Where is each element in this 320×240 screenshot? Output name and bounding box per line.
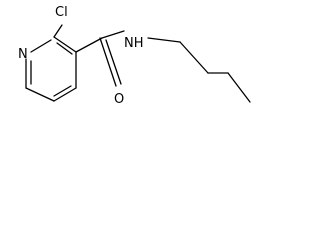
bond-c2-c3 — [53, 36, 77, 53]
carbonyl-oxygen-label: O — [114, 92, 124, 107]
chemical-structure: N Cl NH O — [18, 5, 251, 107]
chlorine-label: Cl — [55, 5, 68, 20]
bond-c3-carbonyl — [75, 37, 103, 53]
bond-cc-cd — [227, 72, 251, 103]
ring-nitrogen-label: N — [18, 47, 28, 62]
bond-ca-cb — [179, 41, 209, 74]
bond-c2-cl — [53, 24, 63, 38]
pyridine-ring — [25, 36, 77, 102]
butyl-chain — [147, 37, 251, 103]
bond-nh-ca — [147, 37, 181, 43]
bond-co-outer — [99, 37, 117, 87]
bond-c5-c6 — [25, 87, 55, 102]
bond-c4-c5 — [53, 87, 77, 102]
bond-carbonyl-nh — [101, 30, 125, 39]
bond-c4-c5-inner — [53, 85, 72, 97]
bond-c2-c3-inner — [56, 42, 73, 55]
bond-co-inner — [105, 39, 122, 85]
bond-n1-c2 — [30, 39, 52, 53]
amide-nh-label: NH — [124, 36, 144, 51]
